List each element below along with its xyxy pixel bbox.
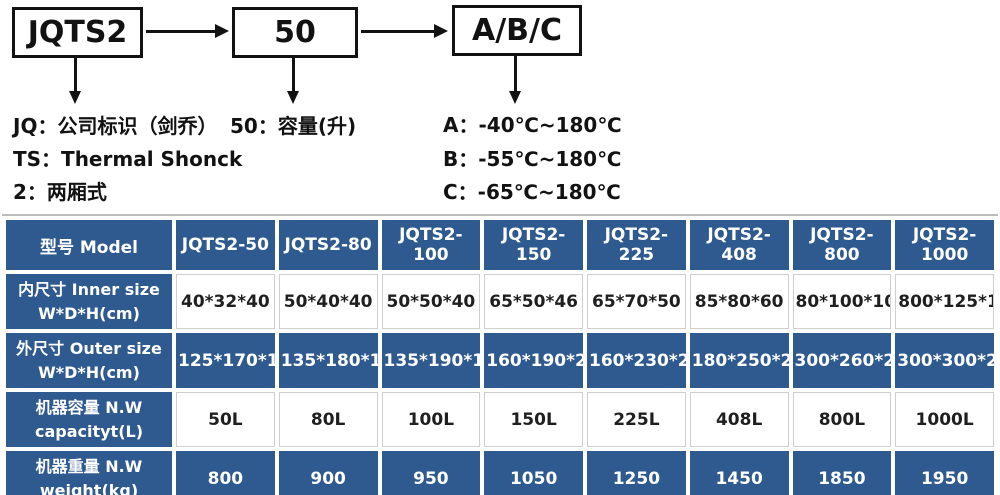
spec-value-cell: 1000L <box>895 392 994 447</box>
spec-row: 外尺寸 Outer sizeW*D*H(cm)125*170*185135*18… <box>6 333 994 388</box>
arrow-down-icon <box>69 58 81 104</box>
spec-value-cell: 80L <box>278 392 378 447</box>
row-label-zh: 外尺寸 Outer size <box>16 338 162 358</box>
model-header-cell: JQTS2-225 <box>587 220 686 270</box>
legend-line-2: 2：两厢式 <box>13 180 107 204</box>
spec-value-cell: 125*170*185 <box>176 333 275 388</box>
spec-value-cell: 800L <box>792 392 892 447</box>
spec-value-cell: 50*50*40 <box>381 274 481 329</box>
model-temp-box: A/B/C <box>452 5 582 56</box>
spec-value-cell: 180*250*230 <box>689 333 789 388</box>
row-label-cell: 机器容量 N.W capacityt(L) <box>6 392 172 447</box>
arrow-down-icon <box>509 55 521 104</box>
spec-value-cell: 65*70*50 <box>587 274 686 329</box>
spec-value-cell: 160*190*205 <box>484 333 583 388</box>
temperature-legend: A：-40℃~180℃ B：-55℃~180℃ C：-65℃~180℃ <box>443 109 622 210</box>
row-label-en: capacityt(L) <box>34 421 144 441</box>
row-label-zh: 机器容量 N.W <box>35 397 143 417</box>
spec-value-cell: 1950 <box>895 451 994 495</box>
spec-value-cell: 300*260*240 <box>792 333 892 388</box>
spec-value-cell: 950 <box>381 451 481 495</box>
arrow-down-icon <box>287 58 299 104</box>
spec-value-cell: 65*50*46 <box>484 274 583 329</box>
spec-value-cell: 160*230*210 <box>587 333 686 388</box>
arrow-right-icon <box>361 24 448 38</box>
row-label-zh: 内尺寸 Inner size <box>18 279 160 299</box>
legend-line-jq: JQ：公司标识（剑乔） <box>13 114 218 138</box>
model-prefix-box: JQTS2 <box>12 7 143 58</box>
model-column-header: 型号 Model <box>6 220 172 270</box>
spec-value-cell: 800*125*100 <box>895 274 994 329</box>
spec-value-cell: 800 <box>176 451 275 495</box>
spec-value-cell: 135*190*185 <box>381 333 481 388</box>
spec-value-cell: 1050 <box>484 451 583 495</box>
spec-value-cell: 900 <box>278 451 378 495</box>
row-label-en: weight(kg) <box>39 480 139 495</box>
legend-line-ts: TS：Thermal Shonck <box>13 147 243 171</box>
spec-value-cell: 50L <box>176 392 275 447</box>
model-header-cell: JQTS2-50 <box>176 220 275 270</box>
spec-value-cell: 300*300*240 <box>895 333 994 388</box>
row-label-en: W*D*H(cm) <box>38 303 140 323</box>
spec-value-cell: 100L <box>381 392 481 447</box>
spec-value-cell: 85*80*60 <box>689 274 789 329</box>
spec-value-cell: 80*100*100 <box>792 274 892 329</box>
row-label-zh: 机器重量 N.W <box>35 456 143 476</box>
row-label-cell: 机器重量 N.W weight(kg) <box>6 451 172 495</box>
model-capacity-box: 50 <box>232 7 358 58</box>
model-header-cell: JQTS2-408 <box>689 220 789 270</box>
spec-value-cell: 1250 <box>587 451 686 495</box>
legend-line-a: A：-40℃~180℃ <box>443 113 622 137</box>
arrow-right-icon <box>146 24 229 38</box>
capacity-legend: 50：容量(升) <box>230 114 357 138</box>
spec-value-cell: 1450 <box>689 451 789 495</box>
spec-value-cell: 408L <box>689 392 789 447</box>
spec-value-cell: 225L <box>587 392 686 447</box>
legend-line-c: C：-65℃~180℃ <box>443 180 621 204</box>
legend-line-b: B：-55℃~180℃ <box>443 146 622 171</box>
model-header-cell: JQTS2-1000 <box>895 220 994 270</box>
model-header-cell: JQTS2-100 <box>381 220 481 270</box>
spec-value-cell: 50*40*40 <box>278 274 378 329</box>
spec-value-cell: 40*32*40 <box>176 274 275 329</box>
spec-value-cell: 1850 <box>792 451 892 495</box>
spec-value-cell: 150L <box>484 392 583 447</box>
model-header-cell: JQTS2-80 <box>278 220 378 270</box>
spec-value-cell: 135*180*185 <box>278 333 378 388</box>
model-header-cell: JQTS2-800 <box>792 220 892 270</box>
row-label-en: W*D*H(cm) <box>38 362 140 382</box>
prefix-legend: JQ：公司标识（剑乔） TS：Thermal Shonck 2：两厢式 <box>13 110 242 209</box>
model-header-cell: JQTS2-150 <box>484 220 583 270</box>
